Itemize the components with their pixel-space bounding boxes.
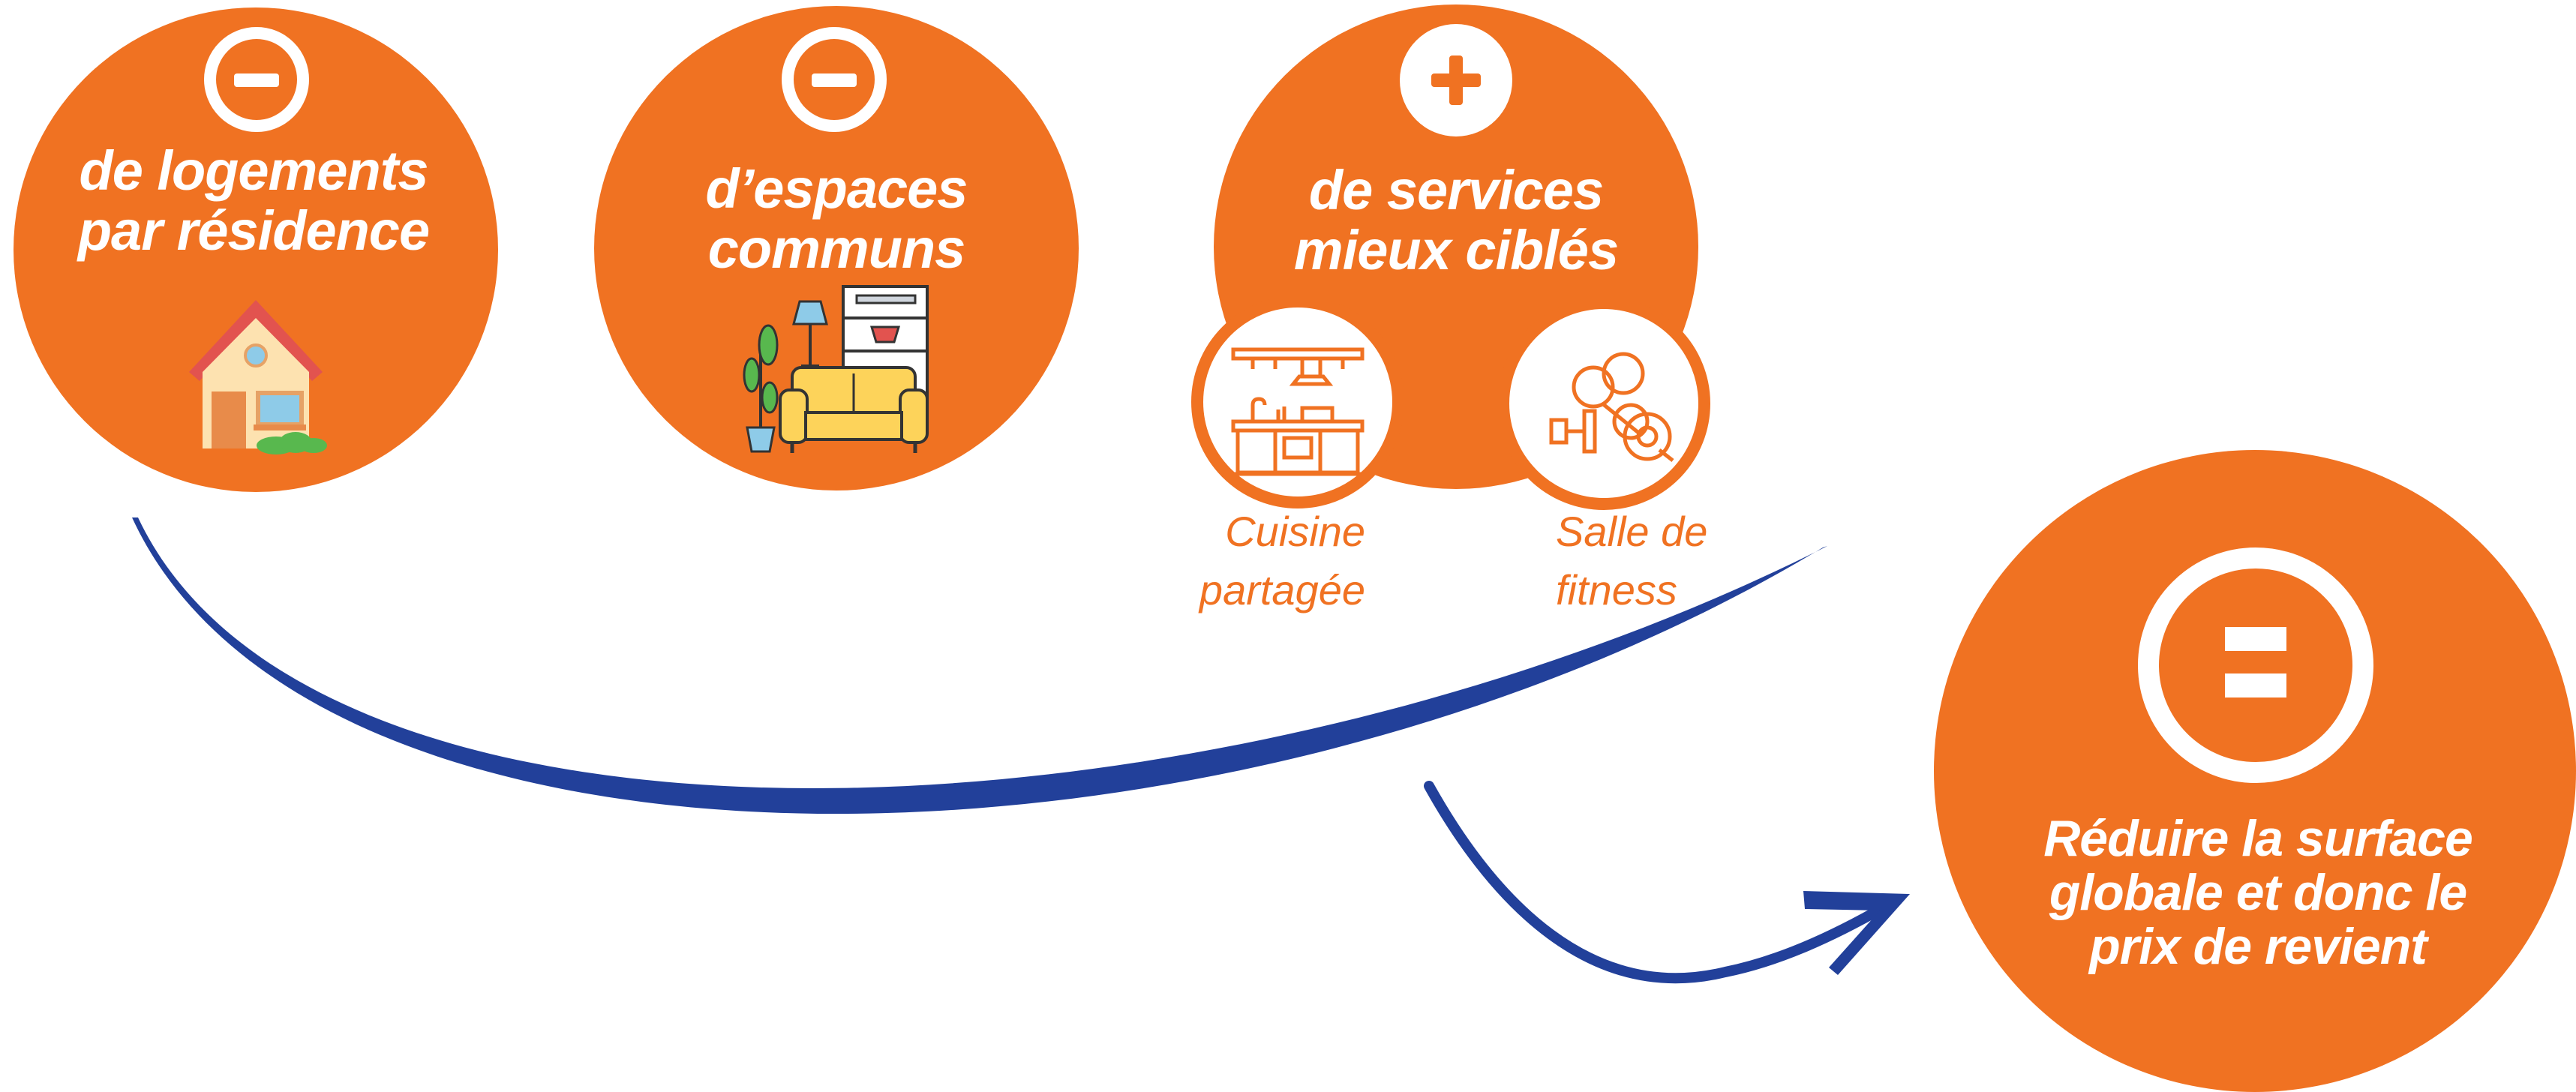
bubble-common-spaces-line2: communs <box>707 218 966 280</box>
equals-icon <box>2138 548 2373 783</box>
fitness-label: Salle de fitness <box>1556 502 1796 620</box>
bubble-common-spaces-title: d’espaces communs <box>602 159 1071 279</box>
kitchen-label: Cuisine partagée <box>1125 502 1365 620</box>
fitness-label-line2: fitness <box>1556 566 1677 614</box>
minus-icon <box>782 27 887 132</box>
bubble-common-spaces-line1: d’espaces <box>705 158 968 220</box>
kitchen-label-line1: Cuisine <box>1225 508 1365 555</box>
arrow-head <box>1803 891 1910 975</box>
branch-curve <box>1424 781 1902 984</box>
bubble-result-line1: Réduire la surface <box>2043 810 2473 867</box>
bubble-services-line1: de services <box>1308 159 1604 221</box>
bubble-result-line2: globale et donc le <box>2049 864 2467 921</box>
kitchen-icon <box>1231 347 1365 476</box>
minus-icon <box>204 27 309 132</box>
kitchen-label-line2: partagée <box>1199 566 1365 614</box>
bubble-services-line2: mieux ciblés <box>1293 219 1619 281</box>
bubble-result-line3: prix de revient <box>2089 918 2427 975</box>
bubble-result-title: Réduire la surface globale et donc le pr… <box>1980 812 2535 974</box>
bubble-housing-line1: de logements <box>79 140 429 202</box>
bubble-services-title: de services mieux ciblés <box>1221 160 1691 280</box>
fitness-label-line1: Salle de <box>1556 508 1708 555</box>
plus-icon <box>1400 24 1512 136</box>
bubble-housing-line2: par résidence <box>77 200 430 262</box>
dumbbell-icon <box>1549 352 1674 462</box>
sofa-lamp-shelf-icon <box>743 285 929 453</box>
house-icon <box>189 300 327 454</box>
bubble-housing-title: de logements par résidence <box>21 141 486 261</box>
